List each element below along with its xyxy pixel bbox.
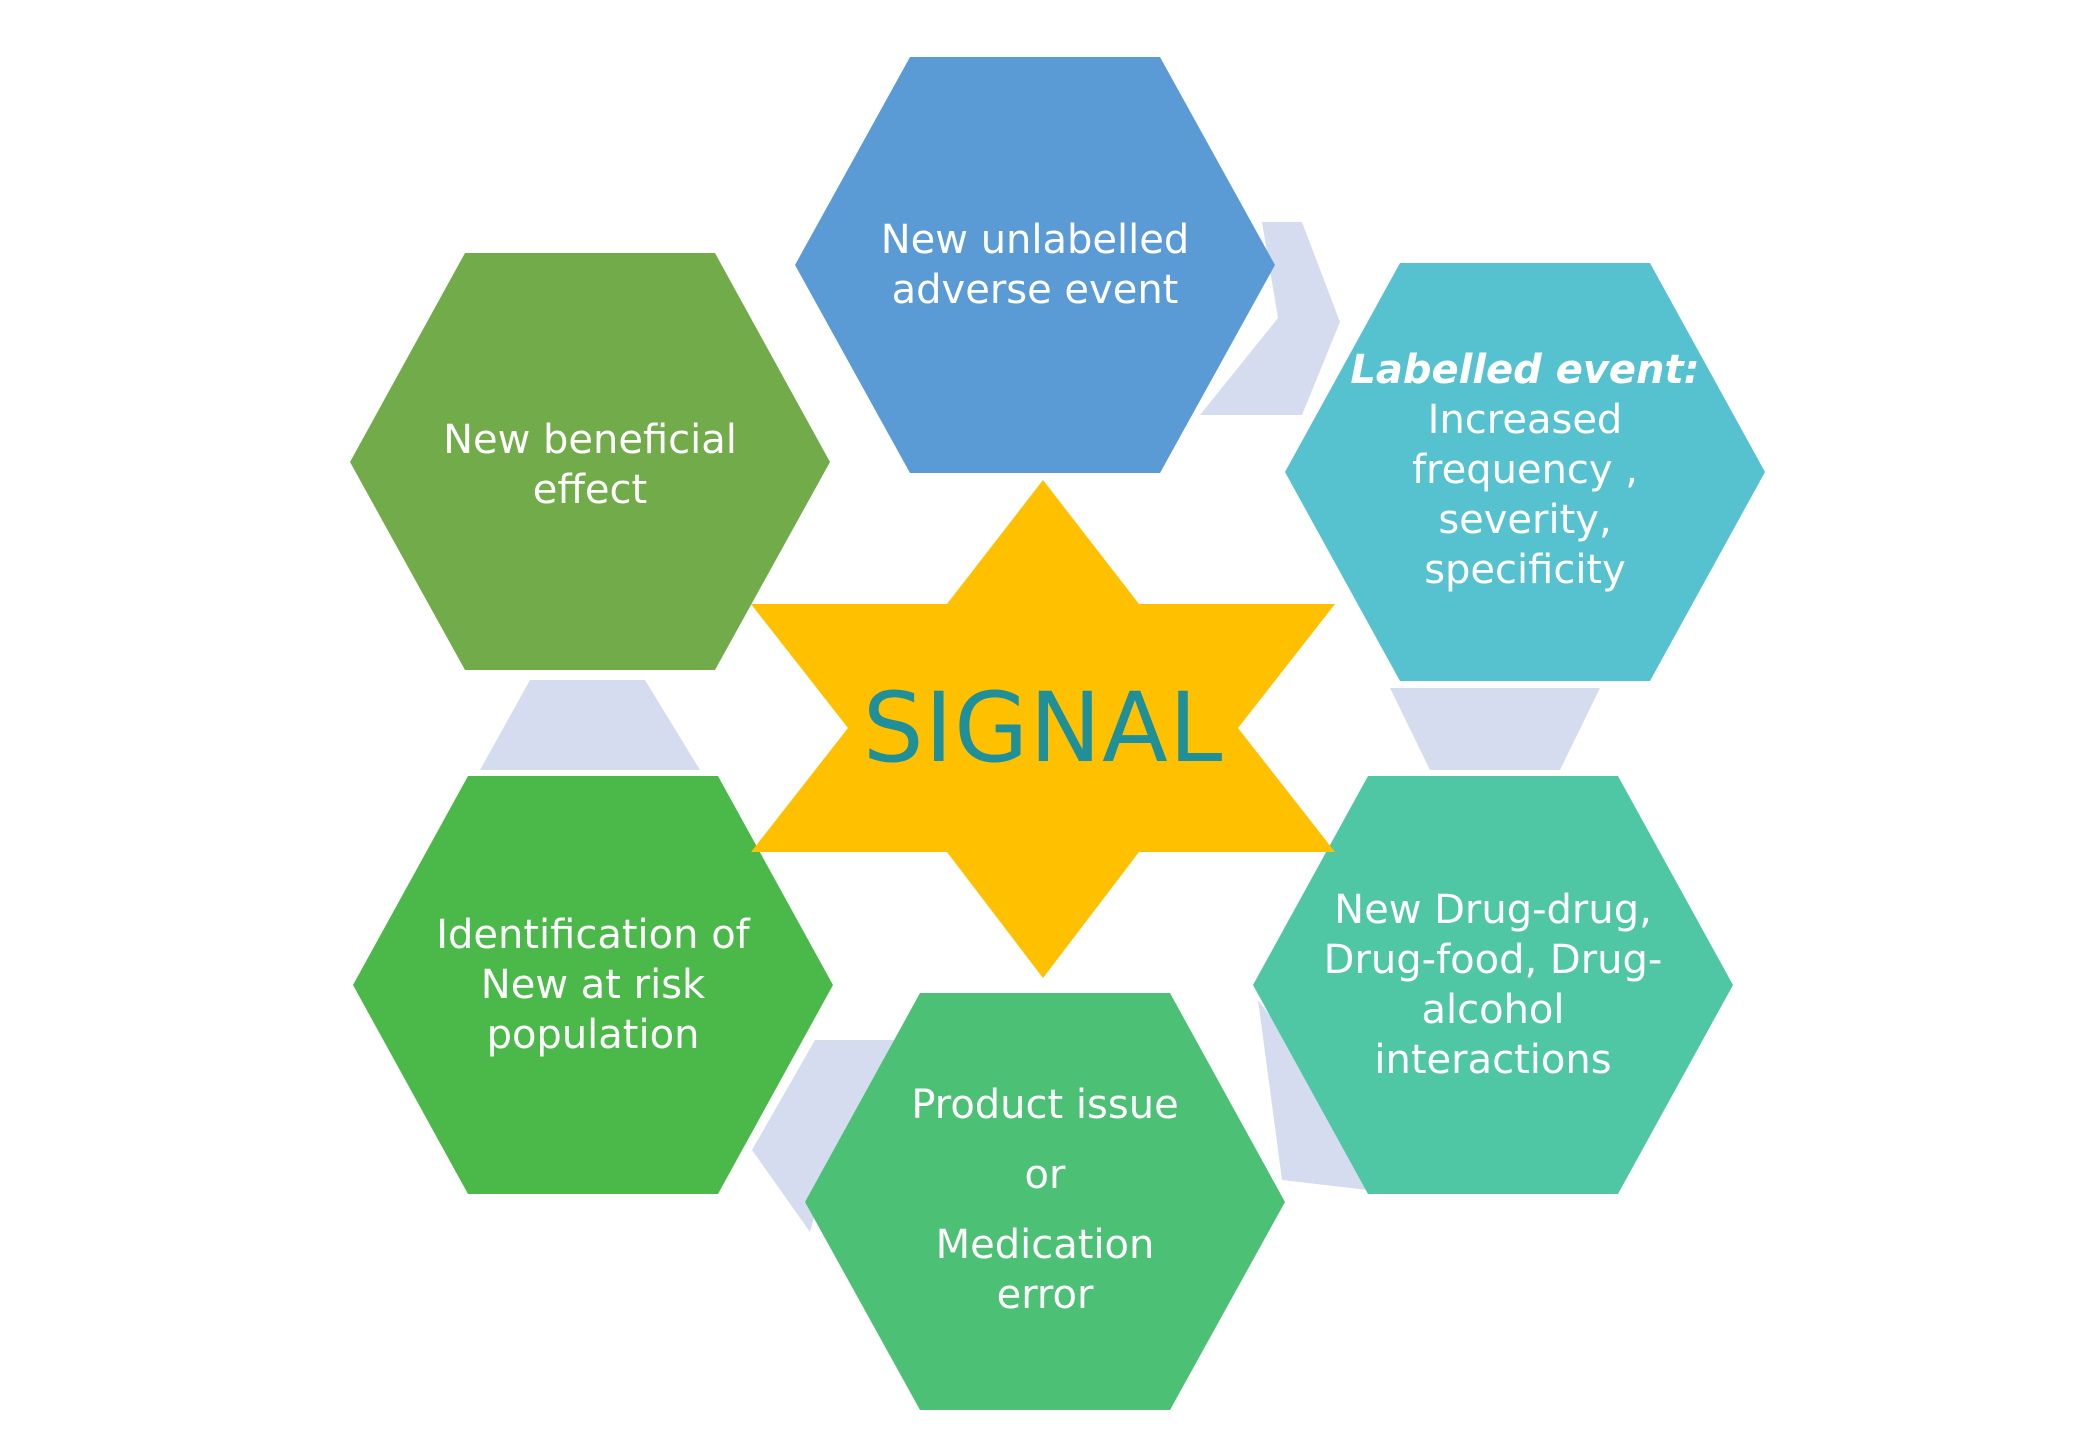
hexagon-product xyxy=(805,993,1285,1410)
connectors xyxy=(480,222,1600,1232)
label-population: Identification of New at risk population xyxy=(363,905,823,1065)
labelled-line-3: severity, xyxy=(1438,497,1612,543)
signal-label: SIGNAL xyxy=(862,672,1224,784)
product-line-1: Product issue xyxy=(911,1082,1179,1128)
beneficial-line-2: effect xyxy=(532,467,648,513)
product-line-3: Medication xyxy=(935,1222,1155,1268)
connector-unlabelled-to-labelled xyxy=(1200,222,1340,415)
connector-population-to-beneficial xyxy=(480,680,700,770)
labelled-title: Labelled event: xyxy=(1350,347,1700,393)
hexagon-unlabelled xyxy=(795,57,1275,473)
interactions-line-3: alcohol xyxy=(1421,987,1565,1033)
label-interactions: New Drug-drug, Drug-food, Drug- alcohol … xyxy=(1263,880,1723,1090)
interactions-line-4: interactions xyxy=(1374,1037,1612,1083)
connector-labelled-to-interactions xyxy=(1390,688,1600,770)
hexagon-labelled xyxy=(1285,263,1765,681)
interactions-line-2: Drug-food, Drug- xyxy=(1323,937,1663,983)
connector-product-to-population xyxy=(752,1040,895,1232)
unlabelled-line-1: New unlabelled xyxy=(880,217,1190,263)
product-line-2: or xyxy=(1024,1152,1066,1198)
hexagon-beneficial xyxy=(350,253,830,670)
interactions-line-1: New Drug-drug, xyxy=(1334,887,1652,933)
population-line-2: New at risk xyxy=(480,962,706,1008)
label-beneficial: New beneficial effect xyxy=(360,410,820,520)
hexagon-population xyxy=(353,776,833,1194)
label-labelled: Labelled event: Increased frequency , se… xyxy=(1295,340,1755,600)
label-product: Product issue or Medication error xyxy=(815,1075,1275,1325)
labelled-line-4: specificity xyxy=(1424,547,1626,593)
signal-star xyxy=(751,480,1335,978)
population-line-3: population xyxy=(486,1012,700,1058)
labelled-line-2: frequency , xyxy=(1411,447,1639,493)
label-unlabelled: New unlabelled adverse event xyxy=(805,200,1265,330)
hexagon-interactions xyxy=(1253,776,1733,1194)
labelled-line-1: Increased xyxy=(1427,397,1623,443)
beneficial-line-1: New beneficial xyxy=(443,417,737,463)
unlabelled-line-2: adverse event xyxy=(891,267,1179,313)
population-line-1: Identification of xyxy=(436,912,750,958)
product-line-4: error xyxy=(996,1272,1094,1318)
